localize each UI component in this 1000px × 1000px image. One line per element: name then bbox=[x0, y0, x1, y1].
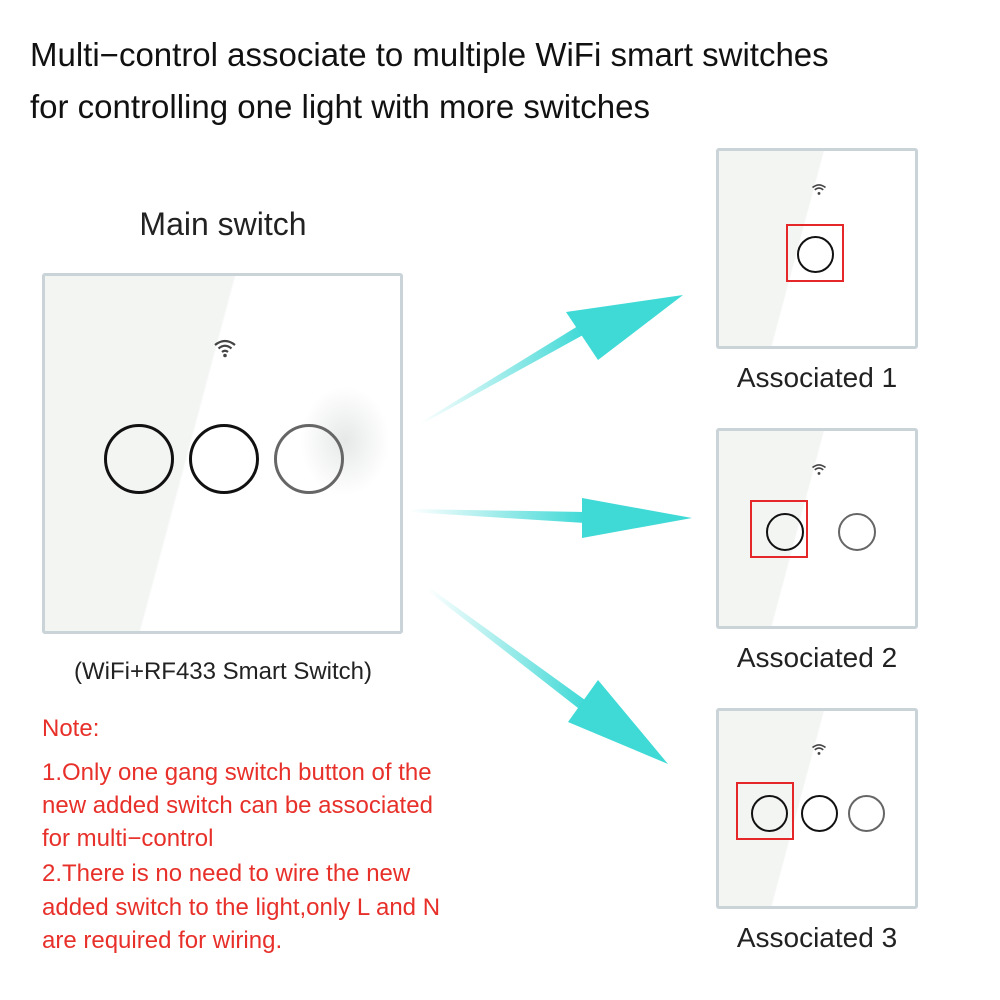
associated-switch-1 bbox=[716, 148, 918, 349]
note-line: for multi−control bbox=[42, 825, 214, 852]
selected-gang-highlight bbox=[786, 224, 844, 282]
gang-button-2[interactable] bbox=[838, 513, 876, 551]
associated-switch-2 bbox=[716, 428, 918, 629]
gang-button-1[interactable] bbox=[766, 513, 804, 551]
associated-2-label: Associated 2 bbox=[736, 642, 898, 673]
main-switch-heading: Main switch bbox=[139, 206, 307, 242]
gang-button-1[interactable] bbox=[104, 424, 174, 494]
selected-gang-highlight bbox=[736, 782, 794, 840]
gang-button-2[interactable] bbox=[801, 795, 838, 832]
arrow-to-associated-3 bbox=[428, 588, 668, 764]
wifi-icon bbox=[811, 184, 827, 195]
selected-gang-highlight bbox=[750, 500, 808, 558]
associated-3-label: Associated 3 bbox=[736, 922, 898, 953]
wifi-icon bbox=[811, 744, 827, 755]
note-line: new added switch can be associated bbox=[42, 792, 433, 819]
note-line: 2.There is no need to wire the new bbox=[42, 860, 411, 887]
gang-button-1[interactable] bbox=[797, 236, 834, 273]
gang-button-2[interactable] bbox=[189, 424, 259, 494]
title-line-1: Multi−control associate to multiple WiFi… bbox=[30, 36, 829, 73]
note-line: are required for wiring. bbox=[42, 927, 283, 954]
gang-button-3[interactable] bbox=[274, 424, 344, 494]
main-switch-panel bbox=[42, 273, 403, 634]
note-line: added switch to the light,only L and N bbox=[42, 894, 441, 921]
associated-switch-3 bbox=[716, 708, 918, 909]
associated-1-label: Associated 1 bbox=[736, 362, 898, 393]
note-line: 1.Only one gang switch button of the bbox=[42, 759, 432, 786]
arrow-to-associated-1 bbox=[420, 295, 683, 425]
note-heading: Note: bbox=[42, 715, 100, 742]
arrow-to-associated-2 bbox=[410, 498, 692, 538]
main-switch-caption: (WiFi+RF433 Smart Switch) bbox=[73, 658, 373, 685]
gang-button-1[interactable] bbox=[751, 795, 788, 832]
wifi-icon bbox=[811, 464, 827, 475]
title-line-2: for controlling one light with more swit… bbox=[30, 88, 650, 125]
wifi-icon bbox=[214, 339, 236, 358]
gang-button-3[interactable] bbox=[848, 795, 885, 832]
